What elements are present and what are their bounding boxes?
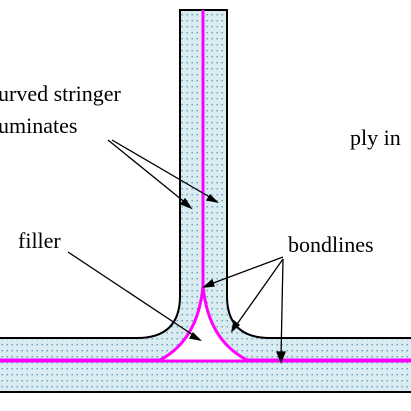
bondline-left-curve xyxy=(0,285,205,362)
arrowhead-filler xyxy=(188,331,202,342)
label-curved-stringer-line1: urved stringer xyxy=(0,81,121,106)
bondline-group xyxy=(0,10,411,363)
leader-bondline-3 xyxy=(280,258,284,358)
label-ply-interface: ply in xyxy=(350,125,401,150)
arrowhead-bondline-3 xyxy=(276,351,286,364)
label-filler: filler xyxy=(18,228,61,253)
leader-lines xyxy=(67,139,286,364)
leader-filler xyxy=(67,251,197,338)
leader-laminate-right xyxy=(111,139,214,200)
label-bondlines: bondlines xyxy=(288,232,374,257)
leader-bondline-2 xyxy=(234,258,284,328)
label-curved-stringer-line2: uminates xyxy=(0,113,77,138)
filler-region xyxy=(160,286,247,360)
leader-bondline-1 xyxy=(207,256,284,286)
arrowhead-bondline-2 xyxy=(230,319,241,333)
arrowhead-bondline-1 xyxy=(202,278,215,288)
arrowhead-laminate-left xyxy=(179,197,193,210)
bondline-right-curve xyxy=(201,285,411,362)
leader-laminate-left xyxy=(107,139,188,205)
arrowhead-laminate-right xyxy=(205,193,219,204)
